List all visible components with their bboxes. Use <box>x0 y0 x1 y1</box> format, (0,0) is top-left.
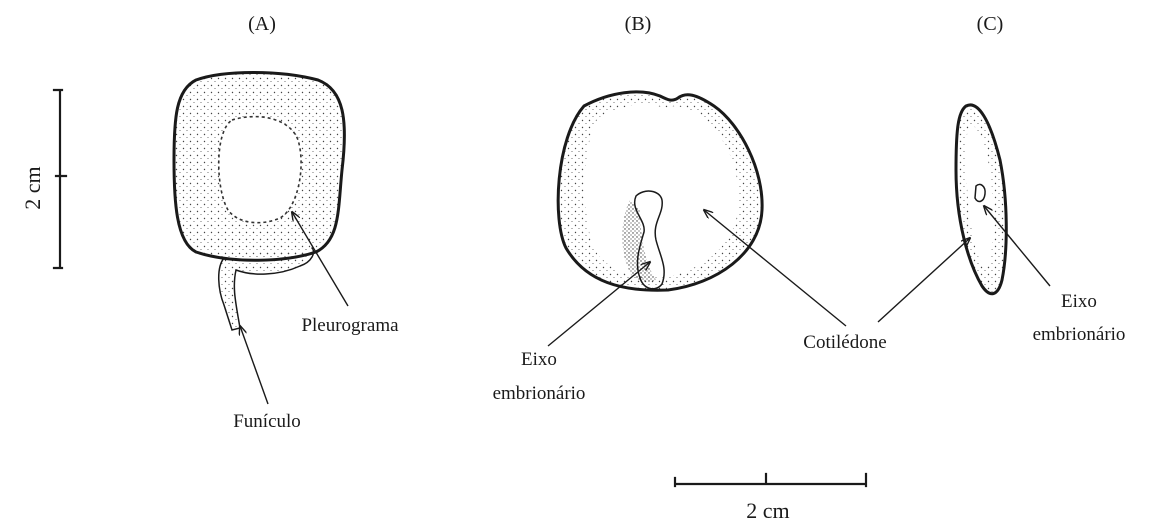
seed-a-center-field <box>219 117 301 223</box>
label-eixo-c-line1: Eixo <box>1061 291 1097 312</box>
vertical-scale-label: 2 cm <box>20 166 45 209</box>
label-cotiledone: Cotilédone <box>803 332 886 353</box>
arrow-cotiledone-c <box>878 238 970 322</box>
panel-label-a: (A) <box>248 13 276 35</box>
panel-label-c: (C) <box>977 13 1004 35</box>
label-eixo-b-line2: embrionário <box>493 383 586 404</box>
seed-b-illustration <box>558 92 762 290</box>
horizontal-scale-label: 2 cm <box>746 498 789 523</box>
panel-label-b: (B) <box>625 13 652 35</box>
vertical-scale-bar: 2 cm <box>20 90 66 268</box>
label-eixo-b-line1: Eixo <box>521 349 557 370</box>
label-funiculo: Funículo <box>233 411 301 432</box>
label-eixo-c-line2: embrionário <box>1033 324 1126 345</box>
arrow-funiculo <box>240 326 268 404</box>
label-pleurograma: Pleurograma <box>301 315 399 336</box>
horizontal-scale-bar: 2 cm <box>675 474 866 523</box>
seed-c-illustration <box>956 105 1006 294</box>
seed-a-illustration <box>174 73 344 331</box>
